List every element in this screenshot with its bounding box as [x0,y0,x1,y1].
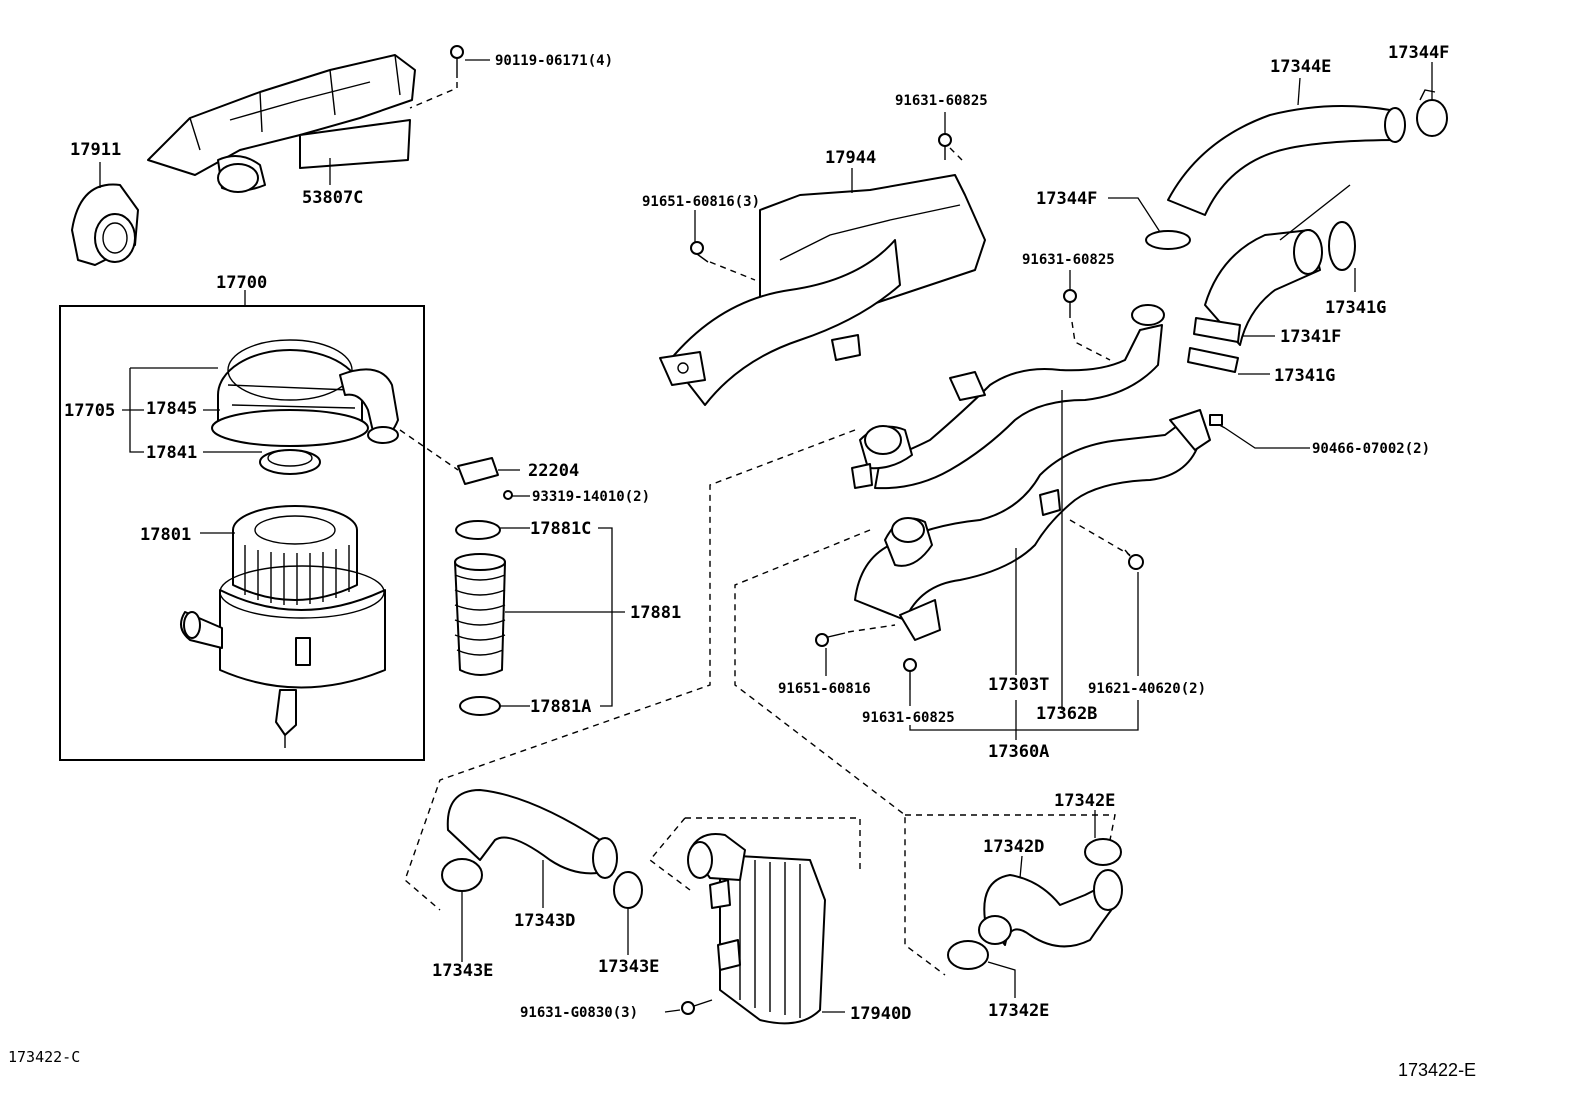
label-17344f-top: 17344F [1388,43,1449,63]
air-cleaner-outlet-ring [259,449,321,475]
hose-17343d[interactable] [446,789,618,879]
label-17911: 17911 [70,140,121,160]
intake-duct-bracket[interactable] [659,174,986,406]
label-17343d: 17343D [514,911,575,931]
label-17801: 17801 [140,525,191,545]
label-91651-60816-lower: 91651-60816 [778,681,871,697]
air-cleaner-case[interactable] [180,565,386,748]
figure-code-right: 173422-E [1398,1060,1476,1080]
clip-90466 [1209,414,1226,429]
label-93319-14010: 93319-14010(2) [532,489,650,505]
label-17343e-left: 17343E [432,961,493,981]
label-17341g-bottom: 17341G [1274,366,1335,386]
label-91631-60825-upper: 91631-60825 [895,93,988,109]
label-17881a: 17881A [530,697,591,717]
label-91631-60825-lower: 91631-60825 [862,710,955,726]
label-17944: 17944 [825,148,876,168]
label-17341f: 17341F [1280,327,1341,347]
label-17343e-right: 17343E [598,957,659,977]
clamp-17342e-bottom [947,940,989,970]
label-17362b: 17362B [1036,704,1097,724]
bolt-93319 [503,490,513,500]
air-inlet-funnel[interactable] [71,183,139,266]
bolt-91631-lower [903,658,917,690]
clip-22204 [457,457,499,485]
label-17360a: 17360A [988,742,1049,762]
air-intake-duct[interactable] [147,54,416,193]
label-90466-07002: 90466-07002(2) [1312,441,1430,457]
bolt-90119 [450,45,464,78]
air-filter-element[interactable] [232,505,358,605]
label-17705: 17705 [64,401,115,421]
clamp-17343e-left [441,858,483,892]
hose-17344e[interactable] [1167,105,1406,216]
clamp-17341f [1193,317,1241,343]
air-cleaner-group-frame [59,305,425,761]
label-17342d: 17342D [983,837,1044,857]
figure-code-left: 173422-C [8,1048,80,1066]
label-17841: 17841 [146,443,197,463]
clamp-17344f-mid [1145,230,1191,250]
clamp-17343e-right [613,871,643,909]
clamp-17341g-top [1328,221,1356,271]
label-53807c: 53807C [302,188,363,208]
hose-17881[interactable] [454,553,506,676]
hose-17342d[interactable] [978,869,1123,948]
intake-pipe-17362b[interactable] [851,304,1165,490]
clamp-17881a [459,696,501,716]
label-17344f-mid: 17344F [1036,189,1097,209]
intake-pipe-17303t[interactable] [854,409,1211,641]
label-17342e-bottom: 17342E [988,1001,1049,1021]
bolt-91651-upper [690,241,709,263]
label-17303t: 17303T [988,675,1049,695]
label-17700: 17700 [216,273,267,293]
clamp-17881c [455,520,501,540]
label-91621-40620: 91621-40620(2) [1088,681,1206,697]
label-90119-06171: 90119-06171(4) [495,53,613,69]
bolt-91631-mid [1063,289,1077,318]
label-91631-g0830: 91631-G0830(3) [520,1005,638,1021]
label-17940d: 17940D [850,1004,911,1024]
hose-17341[interactable] [1204,184,1351,346]
bolt-91631-g0830 [681,999,713,1015]
label-17344e: 17344E [1270,57,1331,77]
air-cleaner-gasket [211,409,369,447]
label-91631-60825-mid: 91631-60825 [1022,252,1115,268]
label-17845: 17845 [146,399,197,419]
label-17881: 17881 [630,603,681,623]
label-91651-60816-3: 91651-60816(3) [642,194,760,210]
bolt-91651-lower [815,632,846,647]
clamp-17344f-top [1416,89,1448,137]
clamp-17342e-top [1084,838,1122,866]
label-17881c: 17881C [530,519,591,539]
label-17341g-top: 17341G [1325,298,1386,318]
label-17342e-top: 17342E [1054,791,1115,811]
clamp-17341g-bottom [1187,347,1239,373]
resonator-17940d[interactable] [687,833,826,1025]
label-22204: 22204 [528,461,579,481]
bolt-91631-upper [938,133,952,160]
